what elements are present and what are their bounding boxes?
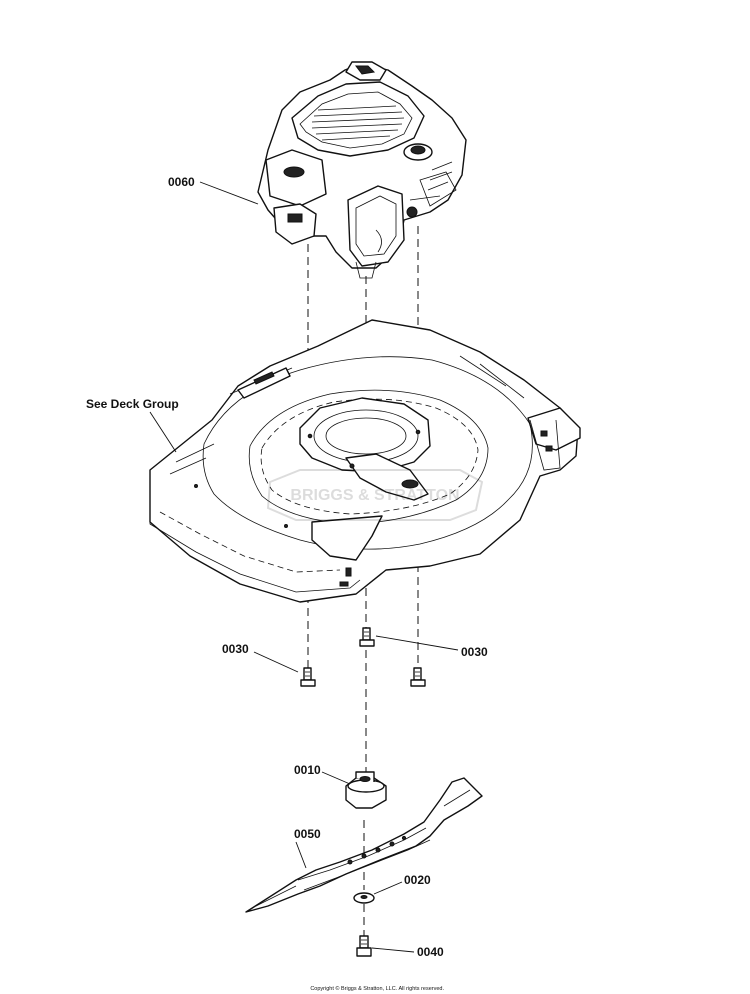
- bolt-left-leader: [253, 651, 299, 673]
- copyright-notice: Copyright © Briggs & Stratton, LLC. All …: [310, 985, 444, 992]
- washer-leader: [373, 881, 403, 895]
- blade-bolt-leader: [371, 947, 415, 953]
- blade-adapter[interactable]: [345, 771, 387, 809]
- bolt-right-leader: [375, 635, 459, 651]
- bolt-right-callout[interactable]: 0030: [461, 645, 488, 659]
- engine-assembly[interactable]: [257, 61, 467, 279]
- engine-bolt-left[interactable]: [300, 667, 316, 687]
- deck-leader: [149, 411, 177, 453]
- blade-washer[interactable]: [353, 892, 375, 904]
- svg-text:BRIGGS & STRATTON: BRIGGS & STRATTON: [290, 487, 459, 504]
- deck-group-callout[interactable]: See Deck Group: [86, 397, 179, 411]
- engine-callout[interactable]: 0060: [168, 175, 195, 189]
- engine-bolt-right[interactable]: [410, 667, 426, 687]
- blade-leader: [295, 841, 307, 869]
- mower-blade[interactable]: [245, 777, 483, 913]
- bolt-left-callout[interactable]: 0030: [222, 642, 249, 656]
- engine-leader: [199, 181, 259, 205]
- washer-callout[interactable]: 0020: [404, 873, 431, 887]
- mower-deck[interactable]: [149, 319, 581, 603]
- blade-bolt[interactable]: [356, 935, 372, 957]
- brand-watermark: BRIGGS & STRATTON: [266, 469, 484, 521]
- blade-bolt-callout[interactable]: 0040: [417, 945, 444, 959]
- adapter-leader: [321, 771, 351, 785]
- blade-callout[interactable]: 0050: [294, 827, 321, 841]
- engine-bolt-center[interactable]: [359, 627, 375, 647]
- adapter-callout[interactable]: 0010: [294, 763, 321, 777]
